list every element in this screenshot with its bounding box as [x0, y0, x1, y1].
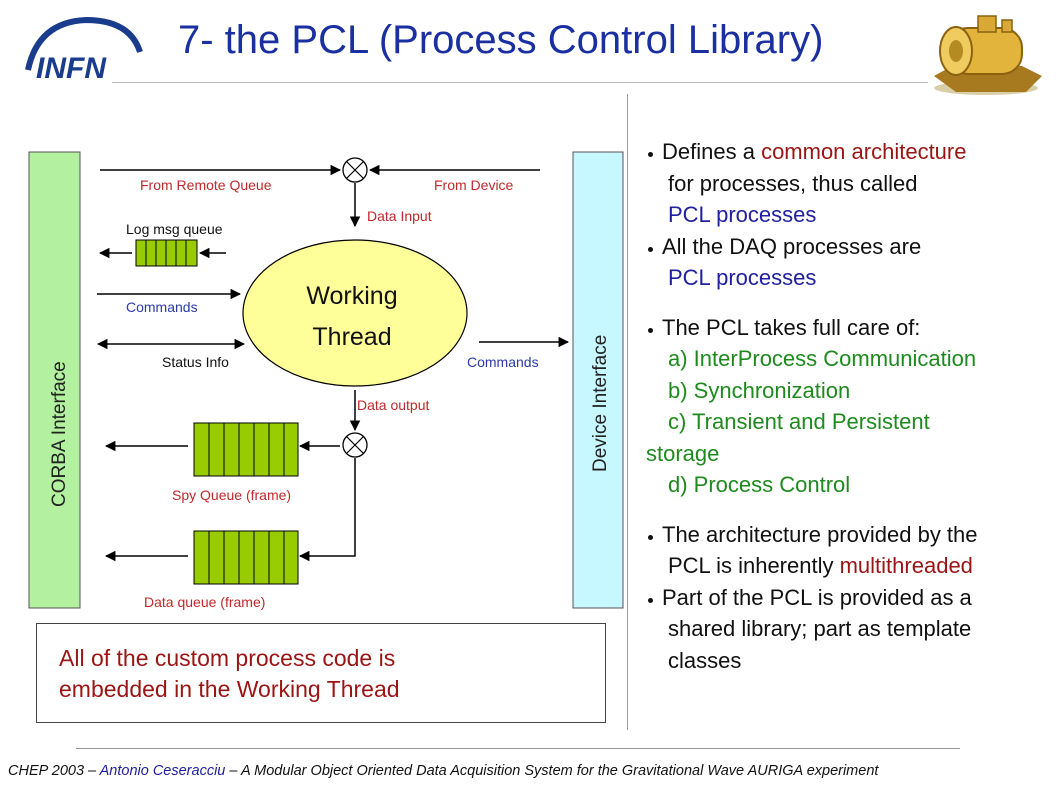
- bullet-1-line-2: for processes, thus called: [668, 170, 918, 196]
- working-thread-label-1: Working: [306, 282, 397, 310]
- footer: CHEP 2003 – Antonio Ceseracciu – A Modul…: [8, 763, 879, 779]
- pcl-features-list: Defines a common architecture for proces…: [646, 136, 1052, 676]
- commands-left-label: Commands: [126, 299, 198, 315]
- log-msg-queue: [135, 239, 198, 267]
- data-queue: [193, 530, 299, 585]
- data-queue-label: Data queue (frame): [144, 594, 265, 610]
- bullet-daq-processes: All the DAQ processes are: [646, 231, 1052, 263]
- pcl-architecture-diagram: CORBA Interface Device Interface From Re…: [28, 151, 624, 610]
- infn-logo-text: INFN: [36, 52, 107, 85]
- bullet-1-line-3: PCL processes: [668, 202, 817, 227]
- corba-interface-box: [28, 151, 81, 609]
- note-line-2: embedded in the Working Thread: [59, 676, 400, 702]
- infn-logo: INFN: [25, 16, 143, 85]
- bullet-3-item-c: c) Transient and Persistent: [668, 409, 930, 434]
- device-interface-label: Device Interface: [590, 335, 611, 472]
- from-device-label: From Device: [434, 177, 514, 193]
- working-thread-label-2: Thread: [312, 323, 391, 351]
- column-divider: [627, 94, 628, 730]
- auriga-detector-icon: [934, 15, 1042, 95]
- bullet-full-care: The PCL takes full care of:: [646, 312, 1052, 344]
- custom-code-note: All of the custom process code is embedd…: [36, 623, 606, 723]
- bullet-multithreaded: The architecture provided by the: [646, 519, 1052, 551]
- bullet-common-architecture: Defines a common architecture: [646, 136, 1052, 168]
- data-input-label: Data Input: [367, 208, 432, 224]
- bullet-3-item-a: a) InterProcess Communication: [668, 346, 977, 371]
- bullet-shared-library: Part of the PCL is provided as a: [646, 582, 1052, 614]
- footer-divider: [76, 748, 960, 749]
- spy-queue: [193, 422, 299, 477]
- corba-interface-label: CORBA Interface: [49, 361, 70, 507]
- title-underline: [112, 82, 928, 83]
- bullet-3-item-d: d) Process Control: [668, 472, 851, 497]
- working-thread-ellipse: [242, 239, 468, 387]
- log-msg-queue-label: Log msg queue: [126, 221, 223, 237]
- bullet-5-line-2: shared library; part as template: [668, 616, 972, 641]
- bullet-2-line-2: PCL processes: [668, 265, 817, 290]
- device-interface-box: [572, 151, 624, 609]
- spy-queue-label: Spy Queue (frame): [172, 487, 291, 503]
- note-line-1: All of the custom process code is: [59, 645, 396, 671]
- commands-right-label: Commands: [467, 354, 539, 370]
- data-output-label: Data output: [357, 397, 429, 413]
- bullet-3-item-c-cont: storage: [646, 440, 720, 466]
- bullet-5-line-3: classes: [668, 647, 742, 673]
- page-title: 7- the PCL (Process Control Library): [178, 18, 824, 62]
- status-info-label: Status Info: [162, 354, 229, 370]
- bullet-4-line-2: PCL is inherently multithreaded: [668, 553, 973, 578]
- from-remote-queue-label: From Remote Queue: [140, 177, 272, 193]
- bullet-3-item-b: b) Synchronization: [668, 377, 851, 403]
